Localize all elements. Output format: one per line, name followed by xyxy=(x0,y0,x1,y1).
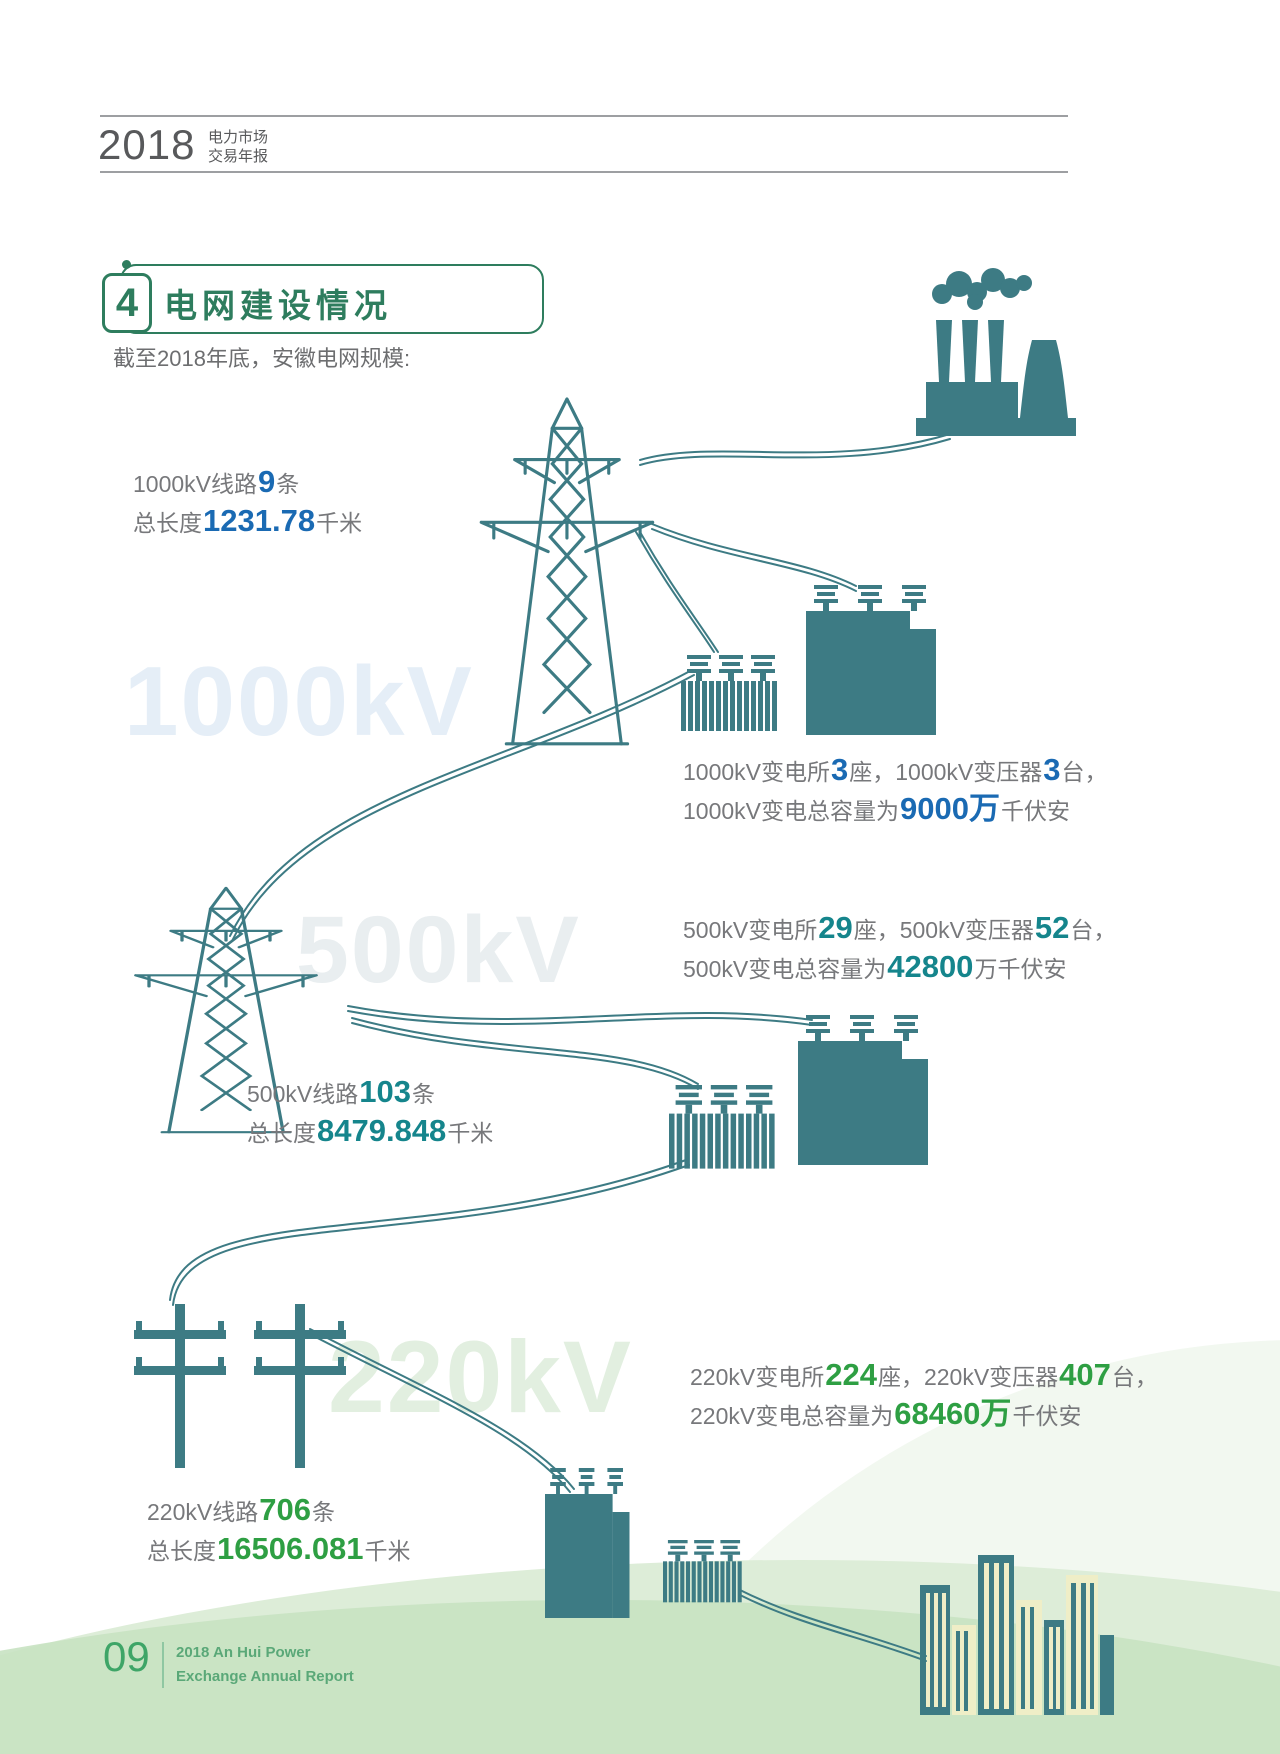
page-number: 09 xyxy=(103,1633,150,1680)
section-pin-dot xyxy=(122,260,131,269)
voltage-watermark-500kv: 500kV xyxy=(296,897,581,1003)
wire-tower-to-substation-500kv xyxy=(347,1005,813,1090)
wire-poles-to-substation-220kv xyxy=(305,1328,575,1493)
power-lines xyxy=(169,433,951,1662)
voltage-watermark-1000kv: 1000kV xyxy=(124,646,474,756)
stat-220kv-substations: 220kV变电所224座，220kV变压器407台， 220kV变电总容量为68… xyxy=(690,1357,1158,1431)
footer-divider xyxy=(162,1642,164,1688)
footer-report-title: 2018 An Hui Power Exchange Annual Report xyxy=(176,1641,354,1689)
utility-pole-right-icon xyxy=(254,1304,346,1468)
section-intro: 截至2018年底，安徽电网规模: xyxy=(113,346,411,371)
footer-title-line2: Exchange Annual Report xyxy=(176,1668,354,1685)
substation-220kv-icon xyxy=(545,1468,630,1618)
report-title-line1: 电力市场 xyxy=(208,129,269,146)
wire-tower-to-substation-1000kv xyxy=(635,523,857,653)
section-header: 4 电网建设情况 xyxy=(102,260,544,334)
wire-500kv-to-poles xyxy=(169,1159,690,1306)
substation-1000kv-icon xyxy=(806,585,936,735)
header-rule-bottom xyxy=(100,171,1068,173)
section-number-badge: 4 xyxy=(102,273,152,333)
footer-title-line1: 2018 An Hui Power xyxy=(176,1644,311,1661)
substation-500kv-icon xyxy=(798,1015,928,1165)
report-year: 2018 xyxy=(98,121,196,168)
stat-220kv-lines: 220kV线路706条 总长度16506.081千米 xyxy=(147,1492,411,1566)
stat-1000kv-substations: 1000kV变电所3座，1000kV变压器3台， 1000kV变电总容量为900… xyxy=(683,752,1108,826)
header-rule-top xyxy=(100,115,1068,117)
report-title-line2: 交易年报 xyxy=(208,148,269,165)
power-plant-icon xyxy=(916,268,1076,436)
wire-1000kv-to-500kv-tower xyxy=(229,669,695,942)
voltage-watermark-220kv: 220kV xyxy=(328,1320,633,1434)
stat-1000kv-lines: 1000kV线路9条 总长度1231.78千米 xyxy=(133,464,363,538)
city-skyline-icon xyxy=(920,1555,1114,1715)
wire-substation-to-city xyxy=(739,1589,927,1662)
stat-500kv-lines: 500kV线路103条 总长度8479.848千米 xyxy=(247,1074,494,1148)
transformer-500kv-icon xyxy=(669,1085,775,1169)
transformer-1000kv-icon xyxy=(681,655,777,731)
stat-500kv-substations: 500kV变电所29座，500kV变压器52台， 500kV变电总容量为4280… xyxy=(683,910,1117,984)
section-title: 电网建设情况 xyxy=(164,287,392,324)
transmission-tower-1000kv-icon xyxy=(479,397,655,746)
report-title: 电力市场 交易年报 xyxy=(208,128,268,166)
utility-pole-left-icon xyxy=(134,1304,226,1468)
wire-plant-to-tower xyxy=(639,433,951,466)
transformer-220kv-icon xyxy=(663,1540,742,1602)
